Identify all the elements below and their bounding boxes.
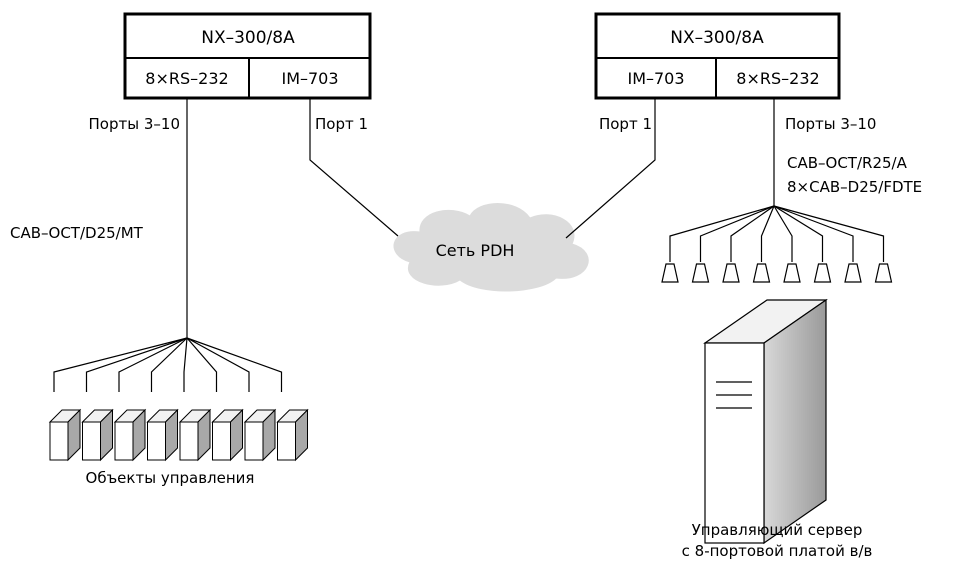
right-fan-line: [773, 205, 793, 262]
left-port1-label: Порт 1: [315, 115, 368, 133]
db25-connector-icon: [691, 263, 710, 283]
managed-object-front: [82, 421, 101, 461]
managed-objects: [48, 408, 309, 462]
right-fan-line: [760, 205, 775, 262]
left-device: NX–300/8A 8×RS–232 IM–703: [123, 12, 372, 100]
right-fan-line: [773, 205, 824, 262]
right-device-port-rs232: 8×RS–232: [736, 69, 819, 88]
right-ports-label: Порты 3–10: [785, 115, 876, 133]
db25-connector-icon: [752, 263, 771, 283]
left-fan-line: [118, 337, 188, 392]
pdh-cloud: Сеть PDH: [393, 203, 589, 292]
managed-object: [243, 408, 277, 462]
right-device-port-im703: IM–703: [627, 69, 684, 88]
managed-object-front: [114, 421, 134, 461]
left-fan-line: [186, 337, 218, 392]
db25-connector-icon: [844, 263, 862, 283]
left-fan-line: [186, 337, 250, 392]
right-fan-line: [699, 205, 775, 262]
left-fan-line: [150, 337, 188, 392]
left-device-title: NX–300/8A: [201, 28, 295, 48]
managed-object-front: [179, 421, 199, 461]
managed-object-front: [212, 421, 231, 461]
db25-connector-icon: [661, 263, 679, 283]
managed-object: [276, 408, 309, 462]
managed-object-front: [277, 421, 296, 461]
right-cable-label-2: 8×CAB–D25/FDTE: [787, 178, 922, 196]
right-fanout: [661, 205, 893, 283]
objects-label: Объекты управления: [86, 469, 255, 487]
db25-connector-icon: [874, 263, 893, 283]
right-device: NX–300/8A IM–703 8×RS–232: [594, 12, 841, 100]
managed-object-front: [49, 421, 69, 461]
managed-object-front: [147, 421, 166, 461]
right-fan-line: [773, 205, 885, 262]
network-label: Сеть PDH: [436, 241, 515, 260]
left-fanout: [53, 337, 283, 392]
left-fan-line: [53, 337, 188, 392]
managed-object: [146, 408, 179, 462]
right-link-line: [565, 98, 656, 239]
right-fan-line: [669, 205, 775, 262]
left-cable-label: CAB–OCT/D25/MT: [10, 224, 144, 242]
managed-object: [211, 408, 244, 462]
left-fan-line: [183, 337, 188, 392]
managed-object-front: [244, 421, 264, 461]
left-ports-label: Порты 3–10: [89, 115, 180, 133]
server-label-1: Управляющий сервер: [692, 521, 863, 539]
managed-object: [178, 408, 212, 462]
server-front: [704, 342, 765, 544]
db25-connector-icon: [813, 263, 832, 283]
managed-object: [113, 408, 147, 462]
left-fan-line: [85, 337, 188, 392]
left-device-port-im703: IM–703: [281, 69, 338, 88]
db25-connector-icon: [722, 263, 740, 283]
server: [703, 298, 828, 545]
right-cable-label-1: CAB–OCT/R25/A: [787, 154, 908, 172]
left-link-line: [309, 98, 399, 237]
managed-object: [48, 408, 82, 462]
managed-object: [81, 408, 114, 462]
server-label-2: с 8-портовой платой в/в: [682, 542, 873, 560]
db25-connector-icon: [783, 263, 801, 283]
left-device-port-rs232: 8×RS–232: [145, 69, 228, 88]
right-port1-label: Порт 1: [599, 115, 652, 133]
server-side: [763, 298, 827, 545]
right-fan-line: [773, 205, 854, 262]
left-fan-line: [186, 337, 283, 392]
right-device-title: NX–300/8A: [670, 28, 764, 48]
right-fan-line: [730, 205, 775, 262]
